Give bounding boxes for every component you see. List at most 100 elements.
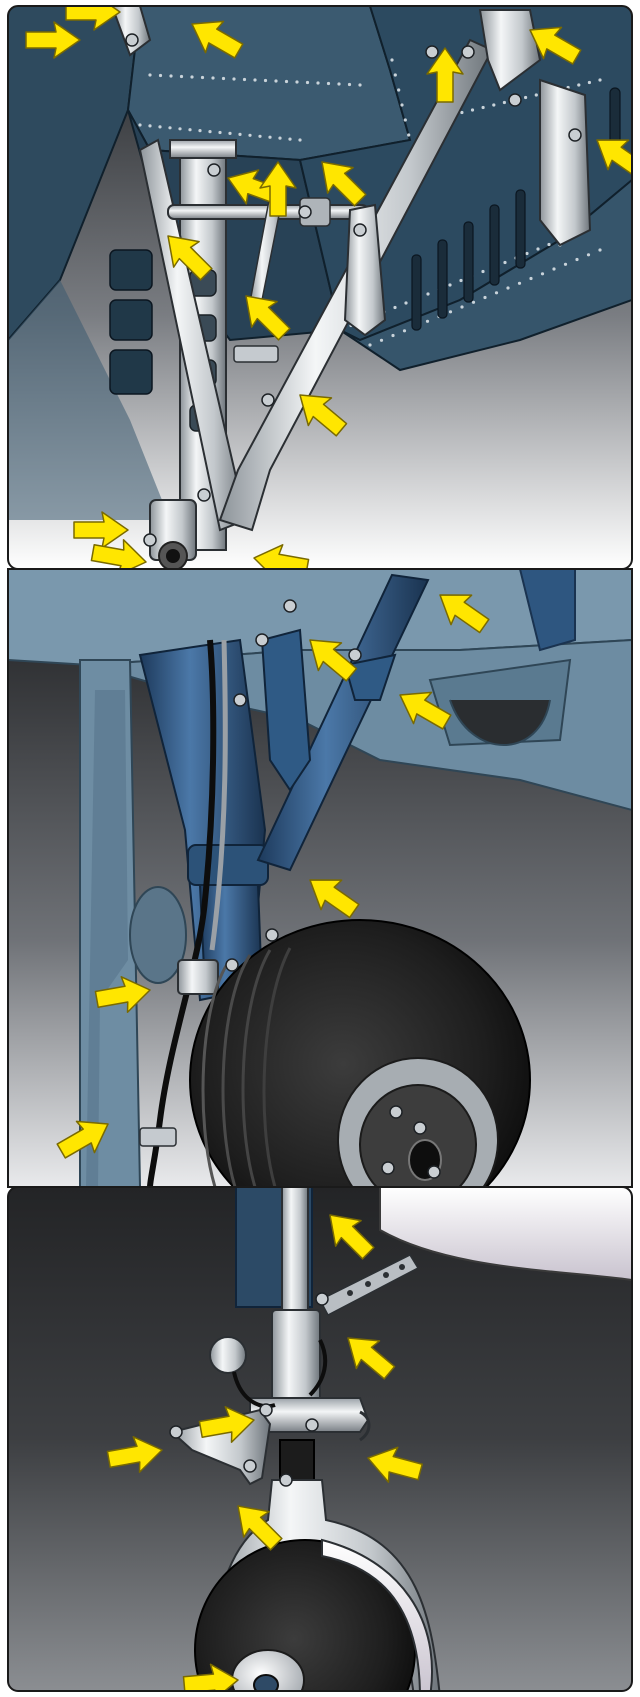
rivet [148, 124, 152, 128]
rivet [390, 58, 394, 62]
spar-slots [411, 87, 621, 331]
rivet [188, 128, 192, 132]
rivet [481, 105, 485, 110]
bolt-icon [197, 488, 211, 502]
wheel-well-left-wall [8, 6, 142, 343]
rivet [158, 73, 163, 78]
inspection-arrow-icon [94, 976, 151, 1013]
rivet [547, 242, 551, 247]
rivet [506, 286, 510, 290]
bolt-icon [305, 1418, 319, 1432]
inspection-arrow-icon [596, 139, 632, 179]
rivet [263, 78, 268, 83]
panel-main-gear-lower [8, 569, 632, 1187]
rivet [460, 110, 464, 115]
brake-line-bracket [177, 959, 219, 995]
inspection-arrow-icon [198, 1406, 255, 1443]
rivet [169, 74, 173, 78]
inspection-arrow-icon [329, 1214, 375, 1260]
panel1-arrows [25, 6, 632, 569]
rivet [347, 82, 352, 87]
rivet [138, 123, 142, 127]
rivet [274, 79, 278, 83]
rivet [540, 272, 545, 276]
rivet [179, 74, 184, 79]
bolt-icon [143, 533, 157, 547]
rivet [425, 319, 430, 323]
bolt-icon [425, 45, 439, 59]
inspection-arrow-icon [259, 161, 297, 217]
rivet [460, 305, 464, 309]
rivet [158, 125, 162, 129]
inspection-arrow-icon [299, 394, 348, 437]
rivet [587, 80, 592, 85]
rivet [517, 281, 522, 285]
rivet [575, 257, 579, 262]
rivet [358, 83, 362, 87]
bolt-icon [508, 93, 522, 107]
panel3-arrows [106, 1214, 423, 1691]
bolt-icon [348, 648, 362, 662]
inspection-arrow-icon [56, 1120, 109, 1159]
rivet [393, 73, 397, 77]
strut-collar [187, 844, 269, 886]
wheel-well-door [8, 280, 170, 520]
trunnion-fitting-front [343, 203, 387, 337]
inspection-arrow-icon [439, 594, 490, 634]
rivet [218, 130, 222, 135]
rivet [258, 134, 262, 138]
rivet [552, 267, 556, 271]
bolt-icon [298, 205, 312, 219]
rivet [586, 253, 591, 257]
rivet [208, 130, 212, 134]
inspection-arrow-icon [90, 539, 147, 569]
panel3-bolts [169, 1292, 329, 1487]
pivot-housing [149, 499, 197, 569]
door-hinge-plate [129, 886, 187, 984]
bolt-icon [261, 393, 275, 407]
rivet [305, 80, 310, 85]
panel-nose-gear [8, 1187, 632, 1691]
rivet [598, 248, 602, 252]
bolt-icon [207, 163, 221, 177]
rivet [403, 118, 407, 122]
rivet [492, 103, 496, 107]
bolt-icon [461, 45, 475, 59]
upper-attach-fitting [478, 9, 542, 92]
nose-gear-door [379, 1187, 632, 1282]
rivet [288, 137, 292, 141]
rivet [400, 103, 404, 107]
bolt-icon [353, 223, 367, 237]
inspection-arrow-icon [321, 161, 367, 207]
bolt-icon [225, 958, 239, 972]
wow-sensor [209, 1336, 247, 1374]
rivet [232, 77, 236, 81]
rivet [502, 100, 506, 105]
rivet [448, 310, 453, 314]
bolt-icon [413, 1121, 427, 1135]
rivet [391, 333, 395, 338]
rivet [368, 343, 372, 347]
rivet [278, 136, 282, 140]
bolt-icon [279, 1473, 293, 1487]
inspection-arrow-icon [25, 21, 81, 59]
rivet [524, 95, 528, 100]
rivet [448, 283, 452, 287]
top-left-fitting [110, 6, 152, 57]
brake-line-grey [209, 639, 228, 951]
inspection-arrow-icon [65, 6, 121, 31]
panel2-bolts [225, 599, 441, 1179]
rivet [525, 251, 529, 256]
inspection-arrow-icon [191, 20, 244, 59]
rivet [190, 75, 194, 79]
inspection-arrow-icon [237, 1505, 283, 1551]
rivet [426, 292, 430, 296]
bolt-icon [169, 1425, 183, 1439]
rivet [563, 262, 568, 266]
well-cutouts [109, 249, 153, 395]
bolt-icon [283, 599, 297, 613]
bolt-icon [233, 693, 247, 707]
bolt-icon [389, 1105, 403, 1119]
inspection-arrow-icon [309, 879, 360, 919]
